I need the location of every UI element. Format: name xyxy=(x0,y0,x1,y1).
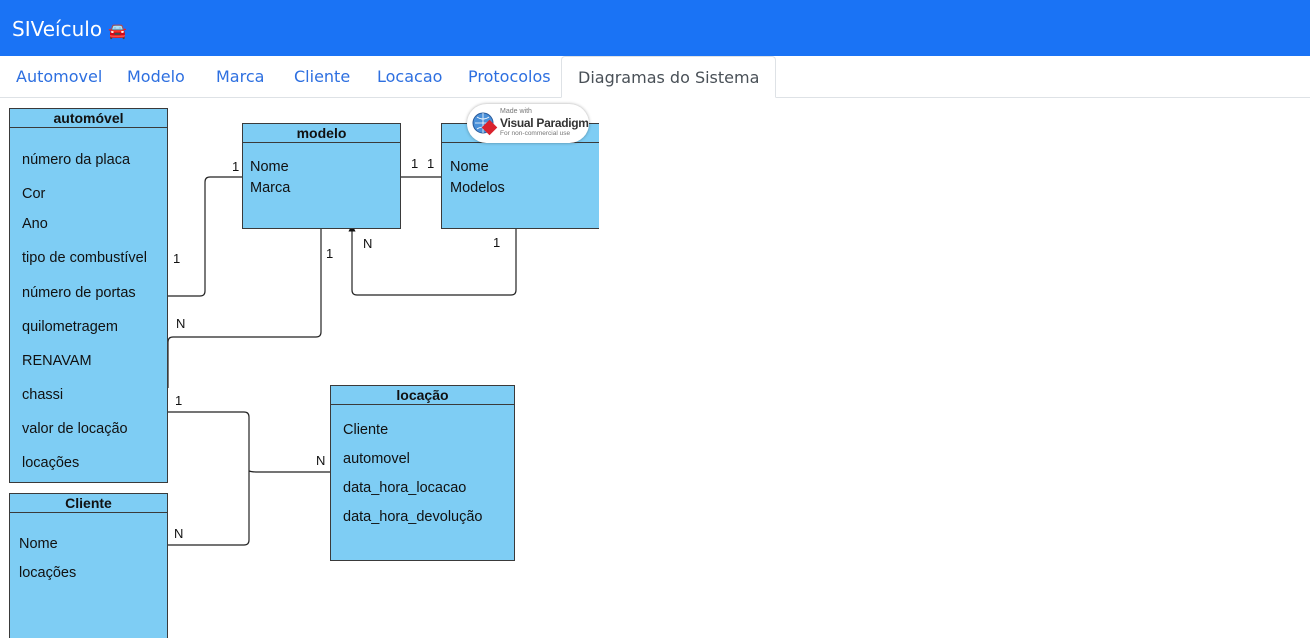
attr-marca: Marca xyxy=(250,180,291,196)
multiplicity-label: 1 xyxy=(491,235,503,250)
brand-name: SIVeículo xyxy=(12,17,103,41)
attr-quilometragem: quilometragem xyxy=(22,319,118,335)
tab-locacao[interactable]: Locacao xyxy=(377,67,443,86)
navbar: SIVeículo 🚘 xyxy=(0,0,1310,56)
attr-cor: Cor xyxy=(22,186,46,202)
entity-locacao: locação Cliente automovel data_hora_loca… xyxy=(330,385,515,561)
attr-numero-de-portas: número de portas xyxy=(22,285,136,301)
multiplicity-label: N xyxy=(174,316,188,331)
attr-modelos: Modelos xyxy=(450,180,505,196)
multiplicity-label: N xyxy=(361,236,375,251)
brand-link[interactable]: SIVeículo 🚘 xyxy=(12,17,127,41)
tab-cliente[interactable]: Cliente xyxy=(294,67,351,86)
attr-valor-de-locacao: valor de locação xyxy=(22,421,128,437)
attr-data-hora-devolucao: data_hora_devolução xyxy=(343,509,483,525)
multiplicity-label: 1 xyxy=(173,393,185,408)
attr-automovel: automovel xyxy=(343,451,410,467)
visual-paradigm-logo-icon xyxy=(472,112,498,136)
multiplicity-label: 1 xyxy=(171,251,183,266)
entity-modelo: modelo Nome Marca xyxy=(242,123,401,229)
line-automovel-modelo-n xyxy=(167,229,322,388)
relationship-lines xyxy=(167,176,517,546)
watermark-made-with: Made with xyxy=(500,108,532,115)
line-automovel-locacao xyxy=(168,411,250,546)
multiplicity-label: 1 xyxy=(230,159,242,174)
entity-automovel: automóvel número da placa Cor Ano tipo d… xyxy=(9,108,168,483)
entity-title: Cliente xyxy=(10,494,167,513)
attr-renavam: RENAVAM xyxy=(22,353,92,369)
attr-locacoes: locações xyxy=(22,455,80,471)
attr-nome: Nome xyxy=(250,159,289,175)
tab-diagramas-do-sistema[interactable]: Diagramas do Sistema xyxy=(561,56,777,98)
multiplicity-label: 1 xyxy=(425,156,437,171)
tab-automovel[interactable]: Automovel xyxy=(16,67,103,86)
line-marca-modelo-n xyxy=(348,206,517,296)
tab-protocolos[interactable]: Protocolos xyxy=(468,67,551,86)
attr-tipo-de-combustivel: tipo de combustível xyxy=(22,250,147,266)
attr-locacoes: locações xyxy=(19,565,77,581)
entity-title: automóvel xyxy=(10,109,167,128)
line-automovel-modelo xyxy=(168,176,242,297)
attr-data-hora-locacao: data_hora_locacao xyxy=(343,480,467,496)
entity-title: modelo xyxy=(243,124,400,143)
multiplicity-label: 1 xyxy=(409,156,421,171)
er-diagram: automóvel número da placa Cor Ano tipo d… xyxy=(0,98,1310,638)
watermark-note: For non-commercial use xyxy=(500,130,571,137)
attr-nome: Nome xyxy=(19,536,58,552)
attr-nome: Nome xyxy=(450,159,489,175)
line-locacao-branch xyxy=(248,470,331,473)
multiplicity-label: 1 xyxy=(324,246,336,261)
visual-paradigm-watermark: Made with Visual Paradigm For non-commer… xyxy=(467,104,589,143)
car-icon: 🚘 xyxy=(108,22,127,40)
watermark-name: Visual Paradigm xyxy=(500,116,589,130)
attr-chassi: chassi xyxy=(22,387,64,403)
tab-modelo[interactable]: Modelo xyxy=(127,67,185,86)
entity-title: locação xyxy=(331,386,514,405)
attr-cliente: Cliente xyxy=(343,422,389,438)
nav-tabs: Automovel Modelo Marca Cliente Locacao P… xyxy=(0,56,1310,98)
entity-cliente: Cliente Nome locações xyxy=(9,493,168,638)
multiplicity-label: N xyxy=(314,453,328,468)
attr-ano: Ano xyxy=(22,216,48,232)
attr-numero-da-placa: número da placa xyxy=(22,152,131,168)
tab-marca[interactable]: Marca xyxy=(216,67,265,86)
multiplicity-label: N xyxy=(172,526,186,541)
